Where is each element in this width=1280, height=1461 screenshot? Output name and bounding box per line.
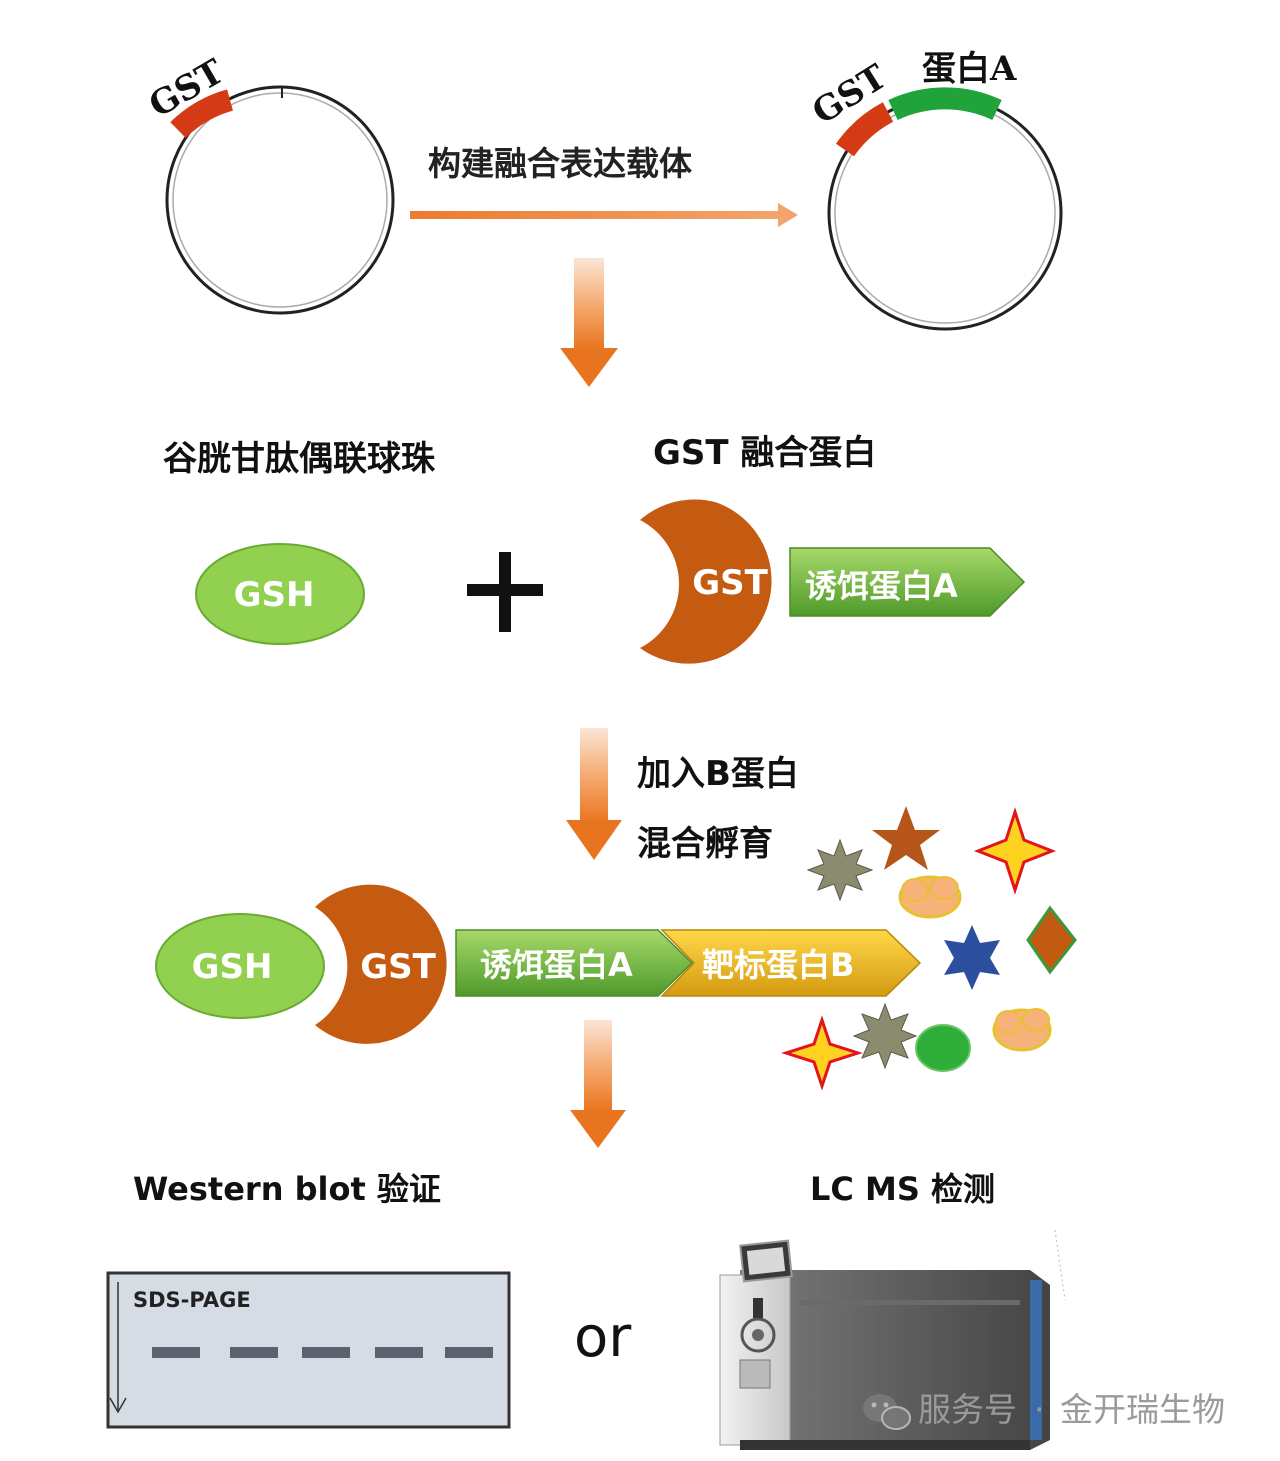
gst-fusion-protein: GST 诱饵蛋白A xyxy=(640,499,1026,664)
plus-icon xyxy=(467,552,543,632)
gray-burst-icon xyxy=(806,838,874,902)
gst-label: GST xyxy=(360,947,436,987)
orange-cloud-icon xyxy=(992,1008,1052,1052)
brown-star-icon xyxy=(872,806,940,870)
gel-band xyxy=(152,1347,200,1358)
gst-segment xyxy=(170,89,234,139)
gst-segment xyxy=(835,102,894,157)
watermark-prefix: 服务号 xyxy=(918,1390,1017,1429)
wechat-icon xyxy=(863,1394,911,1430)
down-arrow-1 xyxy=(560,258,618,387)
gel-band xyxy=(445,1347,493,1358)
western-blot-title: Western blot 验证 xyxy=(133,1170,441,1208)
construct-arrow xyxy=(410,203,798,227)
gel-band xyxy=(375,1347,423,1358)
gel-band xyxy=(230,1347,278,1358)
green-ball-icon xyxy=(915,1024,971,1072)
bound-complex: GSH GST 诱饵蛋白A 靶标蛋白B xyxy=(155,884,922,1044)
gray-burst-icon xyxy=(852,1002,918,1070)
gsh-label: GSH xyxy=(192,947,273,987)
watermark-name: 金开瑞生物 xyxy=(1060,1390,1225,1429)
lcms-title: LC MS 检测 xyxy=(810,1170,995,1208)
lcms-instrument xyxy=(719,1229,1066,1450)
plasmid-right: GST 蛋白A xyxy=(806,49,1063,331)
incubate-label: 混合孵育 xyxy=(637,824,773,864)
beads-title: 谷胱甘肽偶联球珠 xyxy=(163,439,436,479)
red-sparkle-icon xyxy=(781,1015,863,1091)
gel-label: SDS-PAGE xyxy=(133,1288,251,1312)
other-proteins xyxy=(781,806,1077,1091)
watermark: 服务号 · 金开瑞生物 xyxy=(863,1390,1225,1430)
protein-a-segment xyxy=(888,87,1002,121)
plasmid-left: GST xyxy=(143,52,395,315)
add-protein-b-label: 加入B蛋白 xyxy=(637,754,799,794)
bait-protein-label: 诱饵蛋白A xyxy=(805,567,958,605)
gel-band xyxy=(302,1347,350,1358)
bait-protein-label: 诱饵蛋白A xyxy=(480,946,633,984)
fusion-title: GST 融合蛋白 xyxy=(653,433,876,473)
construct-step-label: 构建融合表达载体 xyxy=(428,144,692,183)
watermark-separator: · xyxy=(1034,1390,1045,1429)
gsh-bead: GSH xyxy=(195,543,365,645)
down-arrow-3 xyxy=(570,1020,626,1148)
gst-label: GST xyxy=(692,563,768,603)
orange-cloud-icon xyxy=(898,875,962,919)
gsh-label: GSH xyxy=(234,575,315,615)
down-arrow-2 xyxy=(566,728,622,860)
or-label: or xyxy=(574,1305,632,1370)
target-protein-label: 靶标蛋白B xyxy=(702,946,854,984)
sds-page-gel: SDS-PAGE xyxy=(106,1271,511,1429)
protein-a-label: 蛋白A xyxy=(922,49,1017,89)
red-sparkle-icon xyxy=(973,807,1057,895)
green-diamond-icon xyxy=(1026,905,1077,975)
blue-star-icon xyxy=(944,925,1000,990)
